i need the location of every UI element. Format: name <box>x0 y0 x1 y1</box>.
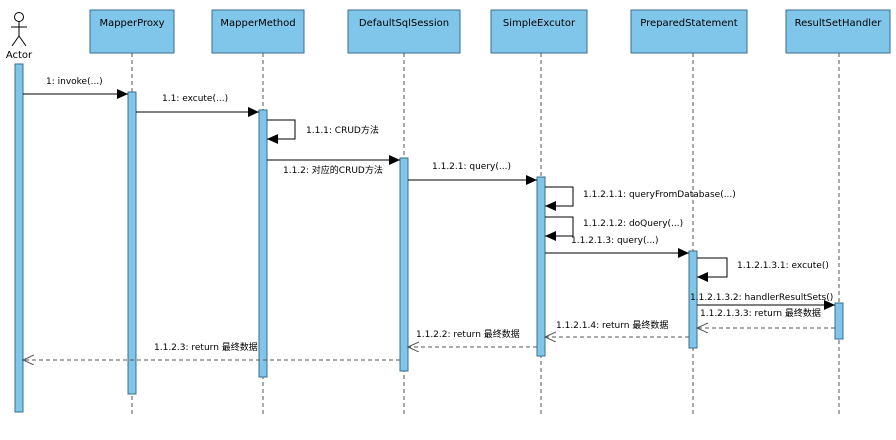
activations <box>14 63 844 413</box>
message-label: 1.1.2.1.3: query(...) <box>571 236 659 246</box>
message-arrow <box>545 216 574 241</box>
participant-box <box>211 9 305 54</box>
participant-resultsethandler: ResultSetHandler <box>785 9 891 54</box>
message-label: 1.1: excute(...) <box>162 94 228 104</box>
participant-label: SimpleExcutor <box>503 18 576 29</box>
participant-defaultsqlsession: DefaultSqlSession <box>347 9 461 54</box>
message-12: 1.1.2.1.4: return 最终数据 <box>545 319 689 337</box>
activation-mapperproxy <box>127 91 137 395</box>
activation-mappermethod <box>258 109 268 378</box>
message-label: 1: invoke(...) <box>46 77 103 87</box>
participant-mappermethod: MapperMethod <box>211 9 305 54</box>
participant-box <box>490 9 588 54</box>
participant-label: ResultSetHandler <box>795 18 883 29</box>
message-label: 1.1.2.1.3.1: excute() <box>737 261 829 271</box>
message-label: 1.1.2: 对应的CRUD方法 <box>283 164 383 176</box>
message-label: 1.1.2.3: return 最终数据 <box>154 341 258 353</box>
participant-box <box>89 9 175 54</box>
message-5: 1.1.2.1: query(...) <box>408 162 537 185</box>
message-arrow <box>545 186 574 211</box>
message-7: 1.1.2.1.2: doQuery(...) <box>545 216 683 241</box>
message-11: 1.1.2.1.3.3: return 最终数据 <box>697 307 835 328</box>
message-label: 1.1.2.1.4: return 最终数据 <box>556 319 668 331</box>
activation-simpleexcutor <box>536 176 546 357</box>
participant-label: MapperProxy <box>99 18 164 29</box>
message-1: 1: invoke(...) <box>23 77 128 99</box>
message-label: 1.1.2.1.3.2: handlerResultSets() <box>690 293 833 303</box>
participant-simpleexcutor: SimpleExcutor <box>490 9 588 54</box>
message-8: 1.1.2.1.3: query(...) <box>545 236 689 258</box>
activation-resultsethandler <box>834 302 844 340</box>
participant-label: DefaultSqlSession <box>359 18 449 29</box>
activation-actor <box>14 63 24 413</box>
message-label: 1.1.2.1: query(...) <box>432 162 511 172</box>
stick-figure-icon <box>11 12 27 47</box>
message-label: 1.1.2.1.1: queryFromDatabase(...) <box>583 190 736 200</box>
message-arrow <box>697 257 728 282</box>
actor-label: Actor <box>6 50 33 61</box>
message-6: 1.1.2.1.1: queryFromDatabase(...) <box>545 186 736 211</box>
message-label: 1.1.2.2: return 最终数据 <box>416 328 520 340</box>
activation-preparedstatement <box>688 250 698 349</box>
participant-preparedstatement: PreparedStatement <box>630 9 748 54</box>
message-label: 1.1.2.1.2: doQuery(...) <box>583 219 683 229</box>
participant-box <box>785 9 891 54</box>
message-label: 1.1.1: CRUD方法 <box>306 124 379 136</box>
participant-mapperproxy: MapperProxy <box>89 9 175 54</box>
activation-defaultsqlsession <box>399 157 409 372</box>
message-2: 1.1: excute(...) <box>136 94 259 117</box>
message-10: 1.1.2.1.3.2: handlerResultSets() <box>690 293 835 310</box>
message-label: 1.1.2.1.3.3: return 最终数据 <box>700 307 821 319</box>
participant-label: MapperMethod <box>220 18 295 29</box>
message-13: 1.1.2.2: return 最终数据 <box>408 328 537 347</box>
message-arrow <box>267 119 296 144</box>
participant-box <box>347 9 461 54</box>
participant-label: PreparedStatement <box>640 18 737 29</box>
participant-box <box>630 9 748 54</box>
message-9: 1.1.2.1.3.1: excute() <box>697 257 829 282</box>
message-4: 1.1.2: 对应的CRUD方法 <box>267 155 400 176</box>
message-3: 1.1.1: CRUD方法 <box>267 119 379 144</box>
actor: Actor <box>6 12 33 61</box>
message-14: 1.1.2.3: return 最终数据 <box>23 341 400 360</box>
